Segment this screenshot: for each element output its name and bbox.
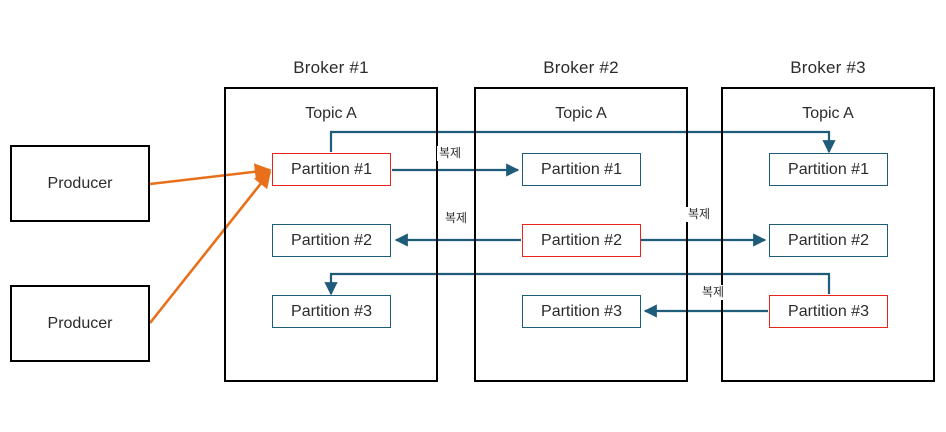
partition-b2-p3[interactable]: Partition #3: [522, 295, 641, 328]
partition-b2-p2[interactable]: Partition #2: [522, 224, 641, 257]
replication-label-b2p2-b3p2: 복제: [686, 207, 713, 222]
producer-box-1[interactable]: Producer: [10, 145, 150, 222]
topic-title-broker-2: Topic A: [555, 105, 607, 122]
producer-box-2[interactable]: Producer: [10, 285, 150, 362]
partition-b3-p3[interactable]: Partition #3: [769, 295, 888, 328]
partition-b2-p1[interactable]: Partition #1: [522, 153, 641, 186]
partition-b1-p3[interactable]: Partition #3: [272, 295, 391, 328]
partition-b1-p1[interactable]: Partition #1: [272, 153, 391, 186]
replication-label-b2p2-b1p2: 복제: [443, 211, 470, 226]
replication-label-b3p3-b2p3: 복제: [700, 285, 727, 300]
broker-box-3: [721, 87, 935, 382]
replication-label-b1p1-b2p1: 복제: [437, 146, 464, 161]
partition-b3-p1[interactable]: Partition #1: [769, 153, 888, 186]
broker-box-1: [224, 87, 438, 382]
topic-title-broker-1: Topic A: [305, 105, 357, 122]
broker-box-2: [474, 87, 688, 382]
topic-title-broker-3: Topic A: [802, 105, 854, 122]
broker-title-2: Broker #2: [543, 58, 619, 77]
partition-b3-p2[interactable]: Partition #2: [769, 224, 888, 257]
partition-b1-p2[interactable]: Partition #2: [272, 224, 391, 257]
broker-title-1: Broker #1: [293, 58, 369, 77]
broker-title-3: Broker #3: [790, 58, 866, 77]
